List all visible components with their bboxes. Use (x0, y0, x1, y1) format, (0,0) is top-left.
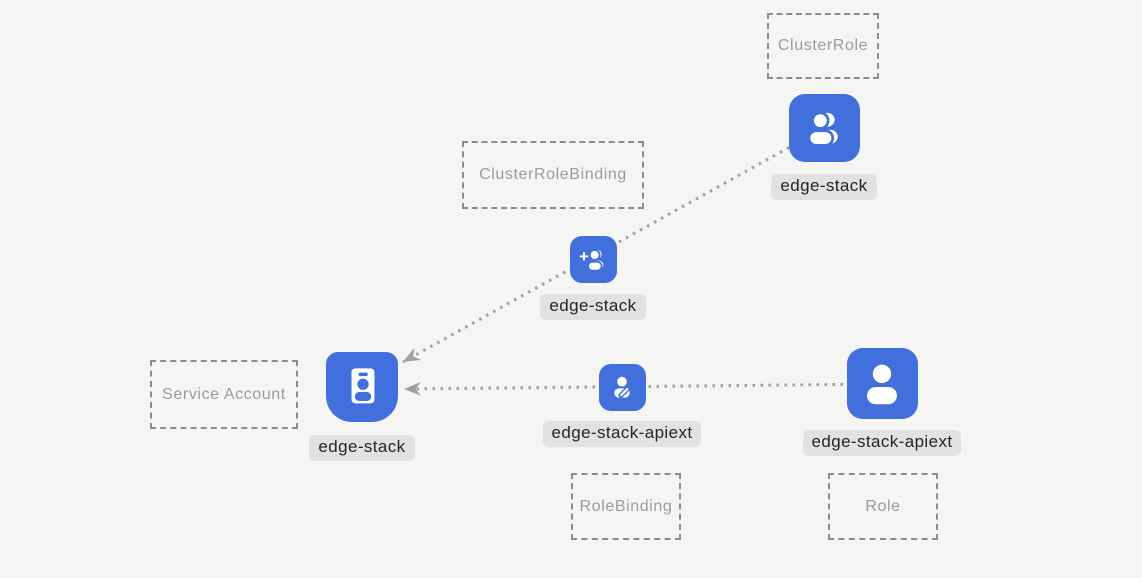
serviceaccount-type-box: Service Account (150, 360, 298, 429)
user-edit-icon (614, 376, 631, 398)
users-icon (807, 111, 838, 147)
rolebinding-node[interactable]: edge-stack-apiext (532, 364, 712, 447)
id-badge-icon (351, 368, 375, 404)
clusterrolebinding-type-label: ClusterRoleBinding (479, 166, 627, 183)
clusterrole-node-tile[interactable] (788, 94, 860, 162)
clusterrole-type-box: ClusterRole (767, 13, 879, 79)
clusterrole-name-label: edge-stack (771, 174, 877, 200)
clusterrole-type-label: ClusterRole (777, 37, 869, 54)
role-node[interactable]: edge-stack-apiext (792, 348, 972, 456)
serviceaccount-node[interactable]: edge-stack (282, 352, 442, 461)
clusterrole-node[interactable]: edge-stack (744, 94, 904, 200)
role-node-tile[interactable] (846, 348, 918, 419)
user-plus-icon (579, 248, 604, 272)
serviceaccount-node-tile[interactable] (326, 352, 398, 422)
role-type-box: Role (828, 473, 938, 540)
rolebinding-node-tile[interactable] (598, 364, 646, 411)
rolebinding-name-label: edge-stack-apiext (542, 421, 702, 447)
role-type-label: Role (865, 497, 901, 515)
serviceaccount-type-label: Service Account (162, 385, 286, 403)
clusterrolebinding-type-box: ClusterRoleBinding (462, 141, 644, 209)
rolebinding-type-label: RoleBinding (579, 497, 673, 515)
role-name-label: edge-stack-apiext (802, 430, 962, 456)
clusterrolebinding-node-tile[interactable] (569, 236, 617, 283)
rolebinding-type-box: RoleBinding (571, 473, 681, 540)
user-icon (867, 364, 897, 404)
clusterrolebinding-node[interactable]: edge-stack (513, 236, 673, 320)
serviceaccount-name-label: edge-stack (309, 435, 415, 461)
clusterrolebinding-name-label: edge-stack (540, 294, 646, 320)
